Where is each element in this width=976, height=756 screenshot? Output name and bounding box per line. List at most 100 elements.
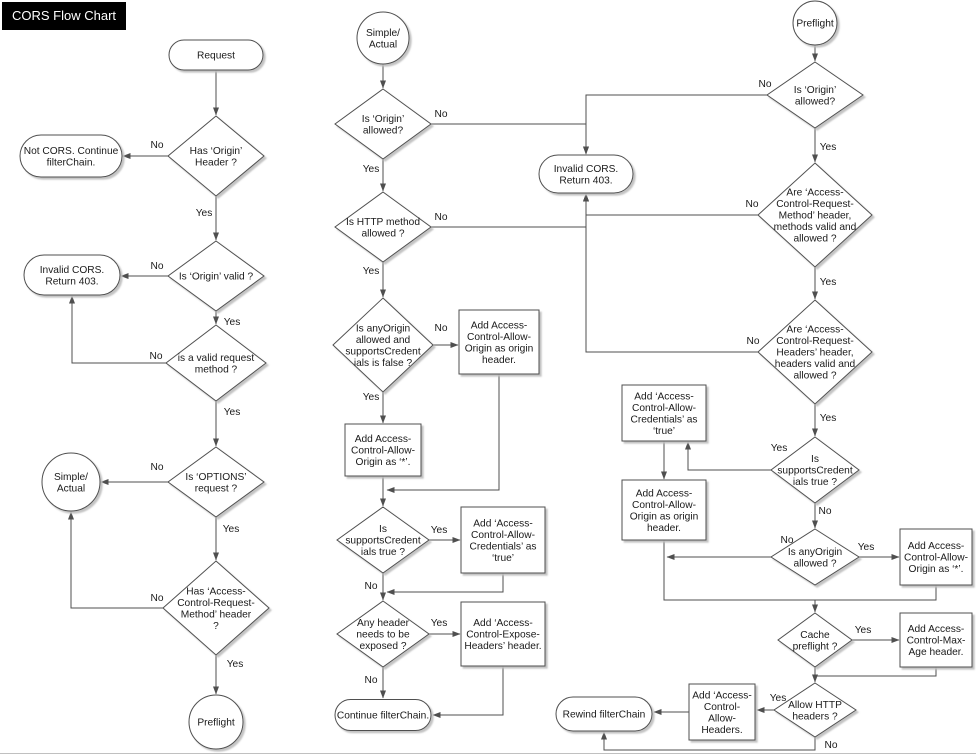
node-add-origin-header-mid: Add Access-Control-Allow-Origin as origi… xyxy=(458,309,540,375)
invalid-cors-mid-label: Invalid CORS.Return 403. xyxy=(554,164,619,187)
origin-allowed-right-shape xyxy=(766,61,864,129)
node-add-allow-headers: Add ‘Access-Control-Allow-Headers. xyxy=(688,683,756,741)
edges xyxy=(68,45,937,751)
edge-label-15: Yes xyxy=(363,392,380,403)
has-acrm-header-shape xyxy=(162,560,270,656)
node-origin-allowed-mid: Is ‘Origin’allowed? xyxy=(334,88,432,160)
continue-filterchain-shape xyxy=(334,699,432,731)
edge-22 xyxy=(386,573,504,595)
node-is-origin-valid: Is ‘Origin’ valid ? xyxy=(167,240,265,312)
edge-label-20: No xyxy=(758,79,771,90)
add-credentials-mid-label: Add ‘Access-Control-Allow-Credentials’ a… xyxy=(469,518,536,564)
node-has-acrm-header: Has ‘Access-Control-Request-Method’ head… xyxy=(162,560,270,656)
edge-label-29: Yes xyxy=(858,542,875,553)
add-credentials-right-label: Add ‘Access-Control-Allow-Credentials’ a… xyxy=(630,391,697,437)
rewind-filterchain-label: Rewind filterChain xyxy=(563,710,646,721)
edge-label-31: Yes xyxy=(770,693,787,704)
simple-actual-left-shape xyxy=(41,452,101,512)
node-add-credentials-right: Add ‘Access-Control-Allow-Credentials’ a… xyxy=(621,384,707,442)
edge-label-5: Yes xyxy=(224,407,241,418)
rewind-filterchain-shape xyxy=(555,696,653,732)
edge-label-11: Yes xyxy=(363,164,380,175)
origin-allowed-mid-label: Is ‘Origin’allowed? xyxy=(362,114,404,137)
edge-label-27: No xyxy=(818,506,831,517)
edge-label-10: No xyxy=(434,109,447,120)
edge-31 xyxy=(583,193,758,353)
add-max-age-label: Add Access-Control-Max-Age header. xyxy=(907,624,966,658)
add-origin-header-right-label: Add Access-Control-Allow-Origin as origi… xyxy=(630,488,699,533)
node-add-origin-header-right: Add Access-Control-Allow-Origin as origi… xyxy=(621,479,707,541)
node-continue-filterchain: Continue filterChain. xyxy=(334,699,432,731)
edge-label-32: No xyxy=(824,740,837,751)
edge-label-0: No xyxy=(150,140,163,151)
is-options-request-label: Is ‘OPTIONS’request ? xyxy=(185,472,246,495)
node-preflight-right: Preflight xyxy=(792,0,838,46)
add-star-mid-label: Add Access-Control-Allow-Origin as ‘*’. xyxy=(351,434,415,468)
edge-19 xyxy=(386,374,500,493)
preflight-left-label: Preflight xyxy=(197,718,235,729)
edge-29 xyxy=(583,193,758,216)
invalid-cors-left-label: Invalid CORS.Return 403. xyxy=(40,265,105,288)
edge-33 xyxy=(685,441,771,471)
http-method-allowed-shape xyxy=(334,191,432,263)
not-cors-shape xyxy=(19,134,123,178)
preflight-left-shape xyxy=(188,694,244,750)
edge-label-19: No xyxy=(364,675,377,686)
node-preflight-left: Preflight xyxy=(188,694,244,750)
edge-9 xyxy=(68,511,163,609)
edge-label-1: Yes xyxy=(196,208,213,219)
edge-label-3: Yes xyxy=(224,317,241,328)
edge-label-16: Yes xyxy=(431,525,448,536)
add-origin-header-mid-shape xyxy=(458,309,540,375)
add-origin-header-mid-label: Add Access-Control-Allow-Origin as origi… xyxy=(465,320,534,366)
edge-label-26: Yes xyxy=(771,443,788,454)
edge-label-13: Yes xyxy=(363,266,380,277)
simple-actual-mid-shape xyxy=(356,11,410,65)
acrh-valid-allowed-label: Are ‘Access-Control-Request-Headers’ hea… xyxy=(775,325,856,382)
origin-allowed-right-label: Is ‘Origin’allowed? xyxy=(794,85,836,108)
edge-label-7: Yes xyxy=(223,524,240,535)
node-invalid-cors-mid: Invalid CORS.Return 403. xyxy=(538,154,634,194)
edge-27 xyxy=(583,94,767,155)
anyorigin-cred-false-shape xyxy=(332,297,434,393)
edge-label-24: No xyxy=(746,336,759,347)
edge-labels: NoYesNoYesNoYesNoYesNoYesNoYesNoYesNoYes… xyxy=(149,79,874,751)
node-add-max-age: Add Access-Control-Max-Age header. xyxy=(899,612,973,668)
edge-label-6: No xyxy=(150,462,163,473)
edge-label-4: No xyxy=(149,351,162,362)
edge-45 xyxy=(601,731,816,751)
is-options-request-shape xyxy=(167,446,265,518)
add-allow-headers-label: Add ‘Access-Control-Allow-Headers. xyxy=(692,690,751,736)
edge-label-21: Yes xyxy=(820,142,837,153)
node-add-star-right: Add Access-Control-Allow-Origin as ‘*’. xyxy=(899,528,973,586)
node-simple-actual-left: Simple/Actual xyxy=(41,452,101,512)
edge-label-8: No xyxy=(150,593,163,604)
invalid-cors-mid-shape xyxy=(538,154,634,194)
add-expose-headers-label: Add ‘Access-Control-Expose-Headers’ head… xyxy=(464,618,541,652)
allow-http-headers-shape xyxy=(773,682,857,738)
has-origin-header-shape xyxy=(167,115,265,197)
edge-label-28: No xyxy=(780,535,793,546)
node-request: Request xyxy=(168,39,264,71)
simple-actual-left-label: Simple/Actual xyxy=(54,472,88,495)
edge-42 xyxy=(815,667,937,677)
add-credentials-mid-shape xyxy=(460,506,546,574)
